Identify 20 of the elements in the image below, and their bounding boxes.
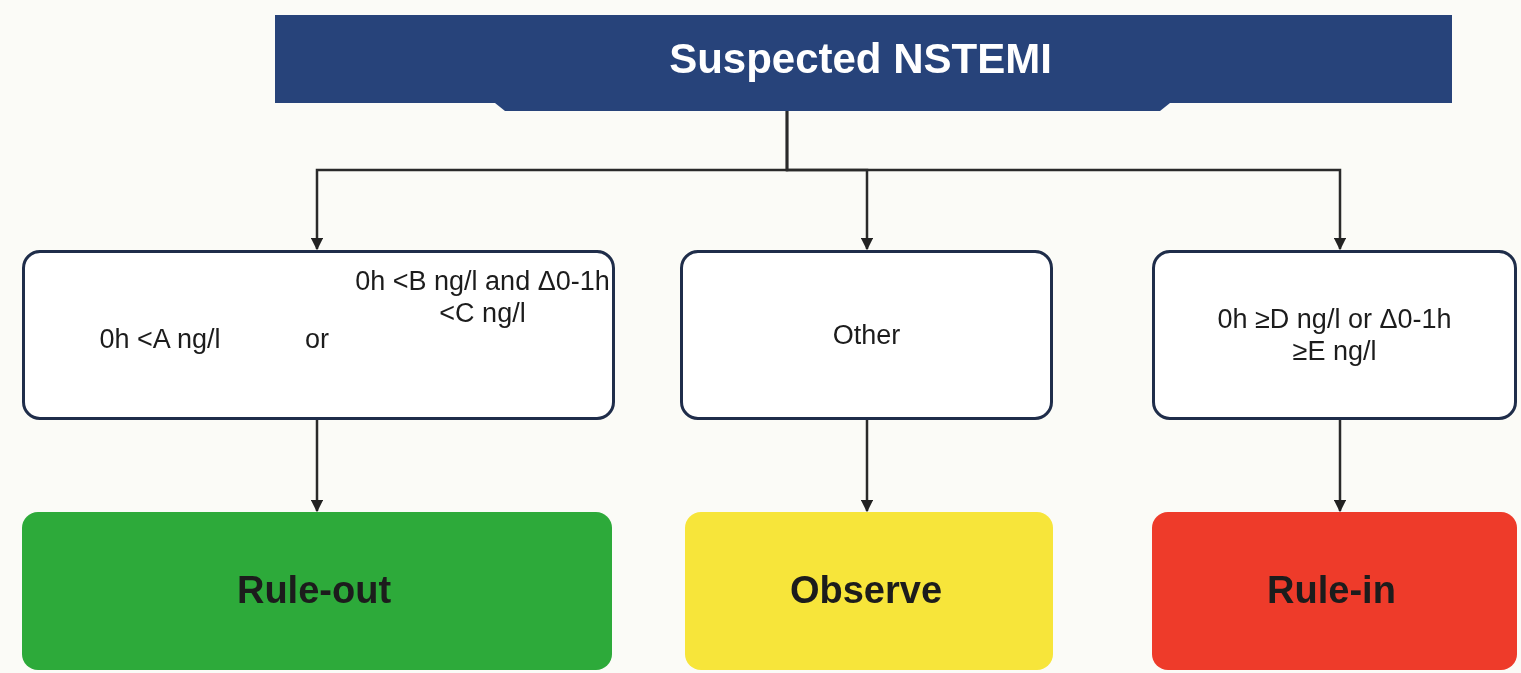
result-label: Observe [788,568,944,614]
title: Suspected NSTEMI [668,33,1053,84]
arrow [310,420,324,513]
result-box [1152,512,1517,670]
arrow [1333,420,1347,513]
title-banner [275,15,1452,111]
condition-text: 0h <A ng/l [98,323,222,356]
condition-text: 0h <B ng/l and Δ0-1h <C ng/l [355,265,610,330]
result-box [685,512,1053,670]
arrow [785,111,1347,251]
condition-text: 0h ≥D ng/l or Δ0-1h ≥E ng/l [1216,302,1453,368]
condition-text: or [304,323,330,356]
result-label: Rule-out [235,568,393,614]
condition-box [1152,250,1517,420]
condition-box [22,250,615,420]
condition-box [680,250,1053,420]
condition-text: Other [831,318,902,352]
arrow [860,420,874,513]
result-label: Rule-in [1266,568,1397,614]
result-box [22,512,612,670]
